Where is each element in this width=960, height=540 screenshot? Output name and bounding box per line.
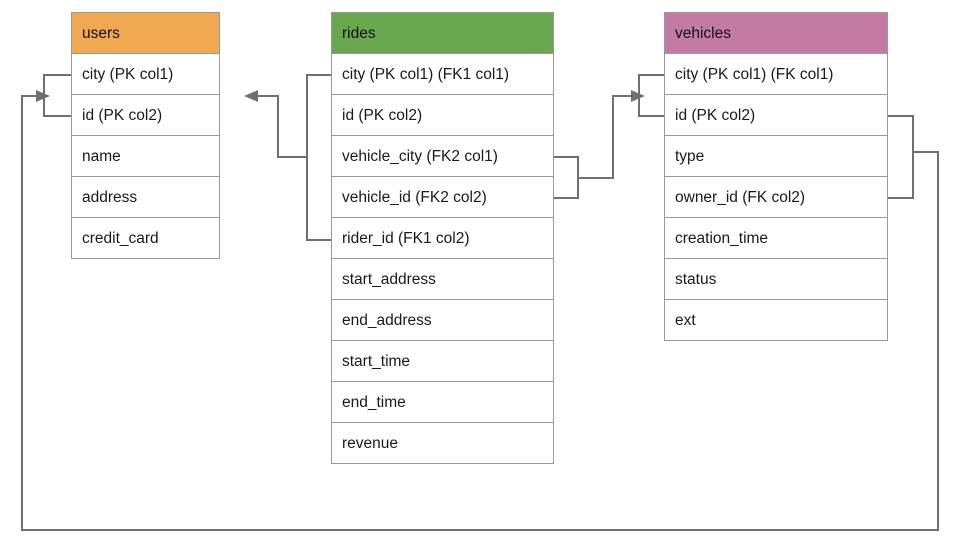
arrow-head-vehicles-to-users xyxy=(36,90,50,102)
table-vehicles-column-status: status xyxy=(665,259,887,300)
table-rides-column-id: id (PK col2) xyxy=(332,95,553,136)
table-users-column-name: name xyxy=(72,136,219,177)
table-rides-column-city: city (PK col1) (FK1 col1) xyxy=(332,54,553,95)
table-rides-column-rider-id: rider_id (FK1 col2) xyxy=(332,218,553,259)
table-rides-column-vehicle-id: vehicle_id (FK2 col2) xyxy=(332,177,553,218)
rides-left-bracket xyxy=(306,74,331,241)
table-users-column-id: id (PK col2) xyxy=(72,95,219,136)
users-left-bracket xyxy=(43,74,71,117)
table-rides-title: rides xyxy=(332,13,553,54)
vehicles-left-bracket xyxy=(638,74,664,117)
table-rides-column-end-address: end_address xyxy=(332,300,553,341)
rides-to-users-link xyxy=(256,95,307,158)
table-vehicles-column-city: city (PK col1) (FK col1) xyxy=(665,54,887,95)
table-vehicles[interactable]: vehicles city (PK col1) (FK col1) id (PK… xyxy=(664,12,888,341)
rides-right-bracket xyxy=(554,156,579,199)
table-rides-column-start-address: start_address xyxy=(332,259,553,300)
table-rides-column-revenue: revenue xyxy=(332,423,553,464)
table-vehicles-column-id: id (PK col2) xyxy=(665,95,887,136)
table-vehicles-column-type: type xyxy=(665,136,887,177)
table-users-title: users xyxy=(72,13,219,54)
arrow-head-rides-to-users xyxy=(244,90,258,102)
table-users-column-address: address xyxy=(72,177,219,218)
rides-to-vehicles-link xyxy=(578,95,633,179)
table-vehicles-column-owner-id: owner_id (FK col2) xyxy=(665,177,887,218)
table-vehicles-column-creation-time: creation_time xyxy=(665,218,887,259)
vehicles-right-bracket xyxy=(888,115,914,199)
table-users[interactable]: users city (PK col1) id (PK col2) name a… xyxy=(71,12,220,259)
table-users-column-city: city (PK col1) xyxy=(72,54,219,95)
table-rides-column-vehicle-city: vehicle_city (FK2 col1) xyxy=(332,136,553,177)
table-rides[interactable]: rides city (PK col1) (FK1 col1) id (PK c… xyxy=(331,12,554,464)
table-rides-column-start-time: start_time xyxy=(332,341,553,382)
table-vehicles-title: vehicles xyxy=(665,13,887,54)
arrow-head-rides-to-vehicles xyxy=(631,90,645,102)
table-vehicles-column-ext: ext xyxy=(665,300,887,341)
table-users-column-credit-card: credit_card xyxy=(72,218,219,259)
table-rides-column-end-time: end_time xyxy=(332,382,553,423)
